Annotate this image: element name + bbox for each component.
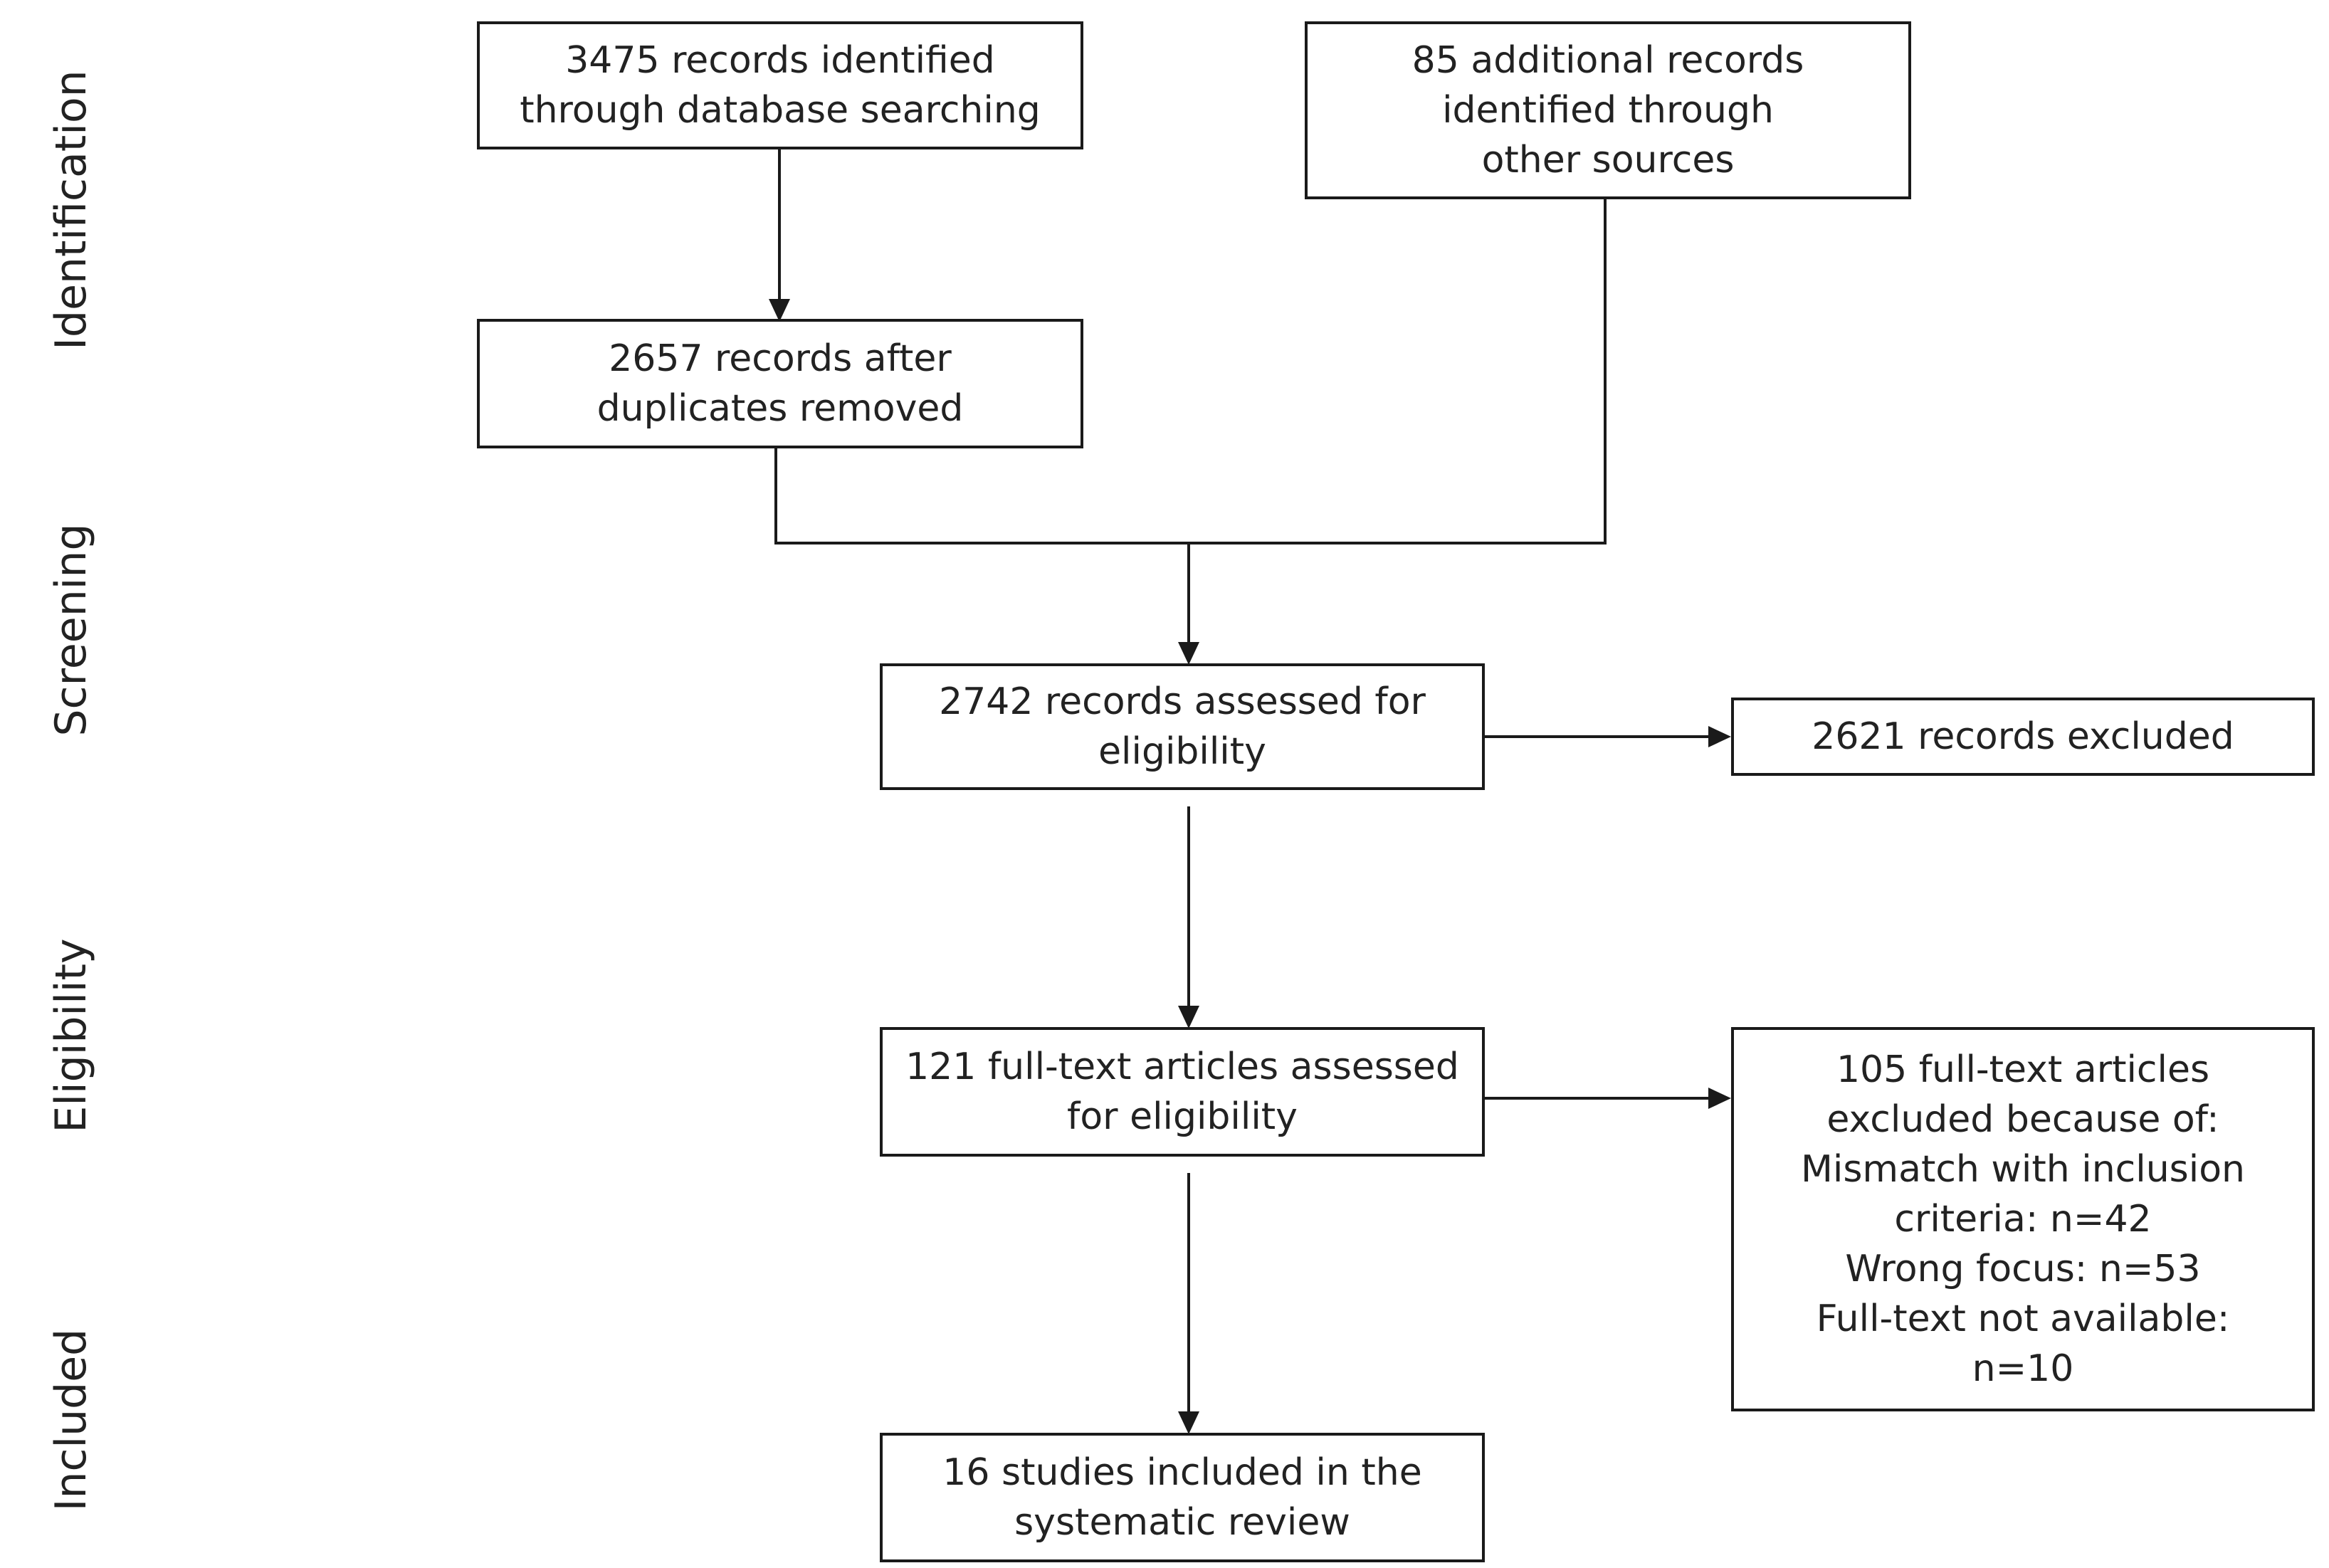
box-text-line: duplicates removed <box>596 387 964 430</box>
box-text-line: 121 full-text articles assessed <box>905 1046 1459 1088</box>
box-other-sources: 85 additional records identified through… <box>1305 21 1911 199</box>
arrowhead-assessed <box>1178 642 1199 665</box>
box-text-line: for eligibility <box>1067 1095 1298 1138</box>
box-database-records: 3475 records identified through database… <box>477 21 1083 149</box>
box-text-line: n=10 <box>1972 1347 2074 1390</box>
box-full-text-assessed: 121 full-text articles assessed for elig… <box>880 1027 1485 1157</box>
box-text-line: Wrong focus: n=53 <box>1845 1248 2201 1290</box>
arrowhead-fulltext <box>1178 1006 1199 1028</box>
box-text-line: through database searching <box>520 89 1041 132</box>
arrowhead-excluded-records <box>1708 726 1731 747</box>
box-text-line: eligibility <box>1098 730 1266 773</box>
box-text-line: excluded because of: <box>1826 1098 2219 1141</box>
box-text-line: 3475 records identified <box>565 39 995 82</box>
box-records-assessed: 2742 records assessed for eligibility <box>880 663 1485 790</box>
arrowhead-duplicates <box>769 299 790 322</box>
arrowhead-excluded-fulltext <box>1708 1088 1731 1109</box>
box-text-line: 105 full-text articles <box>1836 1048 2210 1091</box>
box-text-line: Full-text not available: <box>1816 1298 2230 1340</box>
box-text-line: Mismatch with inclusion <box>1801 1148 2245 1191</box>
arrowhead-included <box>1178 1411 1199 1434</box>
box-text-line: other sources <box>1481 139 1735 181</box>
box-text-line: 2742 records assessed for <box>939 680 1426 723</box>
box-full-text-excluded: 105 full-text articles excluded because … <box>1731 1027 2315 1411</box>
box-text-line: 16 studies included in the <box>942 1451 1422 1494</box>
box-text-line: 2621 records excluded <box>1812 715 2234 758</box>
box-records-excluded: 2621 records excluded <box>1731 698 2315 776</box>
box-text-line: 85 additional records <box>1411 39 1804 82</box>
box-text-line: systematic review <box>1014 1501 1350 1544</box>
line-duplicates-down <box>774 198 1607 544</box>
box-after-duplicates: 2657 records after duplicates removed <box>477 319 1083 448</box>
box-text-line: identified through <box>1442 89 1774 132</box>
box-studies-included: 16 studies included in the systematic re… <box>880 1433 1485 1562</box>
box-text-line: criteria: n=42 <box>1894 1198 2152 1241</box>
box-text-line: 2657 records after <box>609 337 952 380</box>
